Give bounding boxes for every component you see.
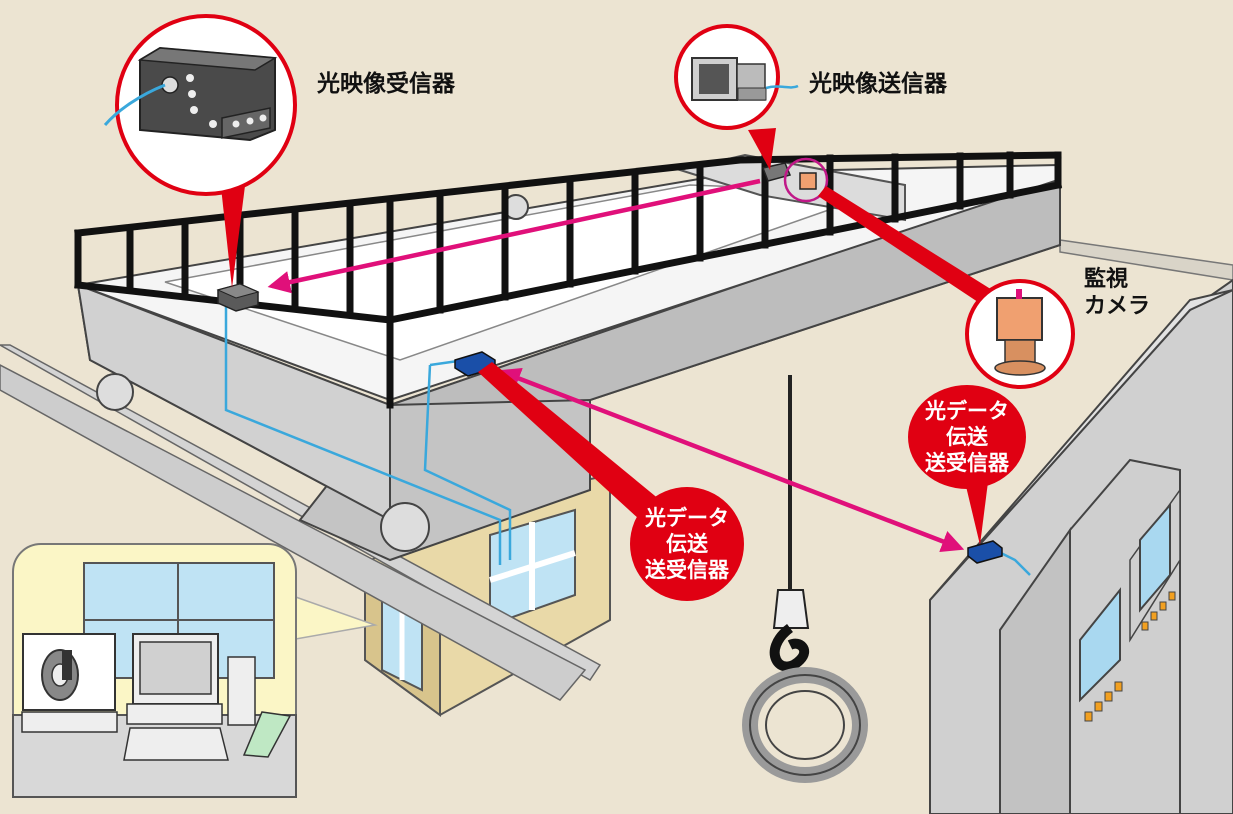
camera-callout-pointer bbox=[818, 186, 1005, 310]
signal-arrows bbox=[267, 178, 965, 553]
data-signal-arrow bbox=[497, 367, 965, 553]
inset-paper bbox=[242, 711, 292, 758]
label-monitoring-camera-line1: 監視 bbox=[1084, 267, 1129, 292]
badge-optical-data-transceiver-2: 光データ 伝送 送受信器 bbox=[908, 385, 1026, 489]
badge-1-line3: 送受信器 bbox=[645, 558, 729, 582]
receiver-callout bbox=[103, 14, 297, 196]
transmitter-callout-pointer bbox=[748, 128, 776, 170]
receiver-callout-pointer bbox=[220, 178, 246, 288]
inset-tower bbox=[227, 656, 256, 726]
monitoring-camera-device bbox=[799, 172, 817, 190]
badge-1-line1: 光データ bbox=[645, 506, 729, 530]
badge-2-line3: 送受信器 bbox=[925, 451, 1009, 475]
badge-optical-data-transceiver-1: 光データ 伝送 送受信器 bbox=[630, 487, 744, 601]
label-optical-video-receiver: 光映像受信器 bbox=[317, 71, 455, 97]
runway-rail bbox=[0, 344, 602, 701]
rail-right bbox=[1059, 239, 1233, 281]
optical-video-receiver-device bbox=[216, 283, 260, 312]
label-monitoring-camera: 監視 カメラ bbox=[1084, 266, 1150, 320]
crane-wheel bbox=[380, 502, 430, 552]
transmitter-callout bbox=[674, 24, 799, 130]
control-room-inset bbox=[12, 543, 378, 798]
badge-1-line2: 伝送 bbox=[666, 532, 708, 556]
transceiver-1-pointer bbox=[478, 362, 660, 520]
badge-2-line1: 光データ bbox=[925, 399, 1009, 423]
camera-callout bbox=[965, 279, 1075, 389]
badge-2-line2: 伝送 bbox=[946, 425, 988, 449]
inset-keyboard bbox=[123, 727, 229, 761]
camera-highlight-ring bbox=[783, 157, 829, 203]
panel-screen bbox=[1139, 502, 1171, 613]
control-panels bbox=[929, 278, 1233, 814]
crane-wheel bbox=[96, 373, 134, 411]
railing bbox=[74, 151, 1063, 409]
label-optical-video-transmitter: 光映像送信器 bbox=[809, 71, 947, 97]
transceiver-2-pointer bbox=[965, 482, 988, 545]
video-signal-arrow bbox=[267, 178, 761, 294]
label-monitoring-camera-line2: カメラ bbox=[1084, 294, 1151, 319]
hoist-hook bbox=[742, 375, 868, 783]
optical-data-transceiver-device-2 bbox=[967, 540, 1003, 564]
panel-screen bbox=[1079, 587, 1121, 703]
callout-pointers bbox=[220, 128, 1005, 545]
